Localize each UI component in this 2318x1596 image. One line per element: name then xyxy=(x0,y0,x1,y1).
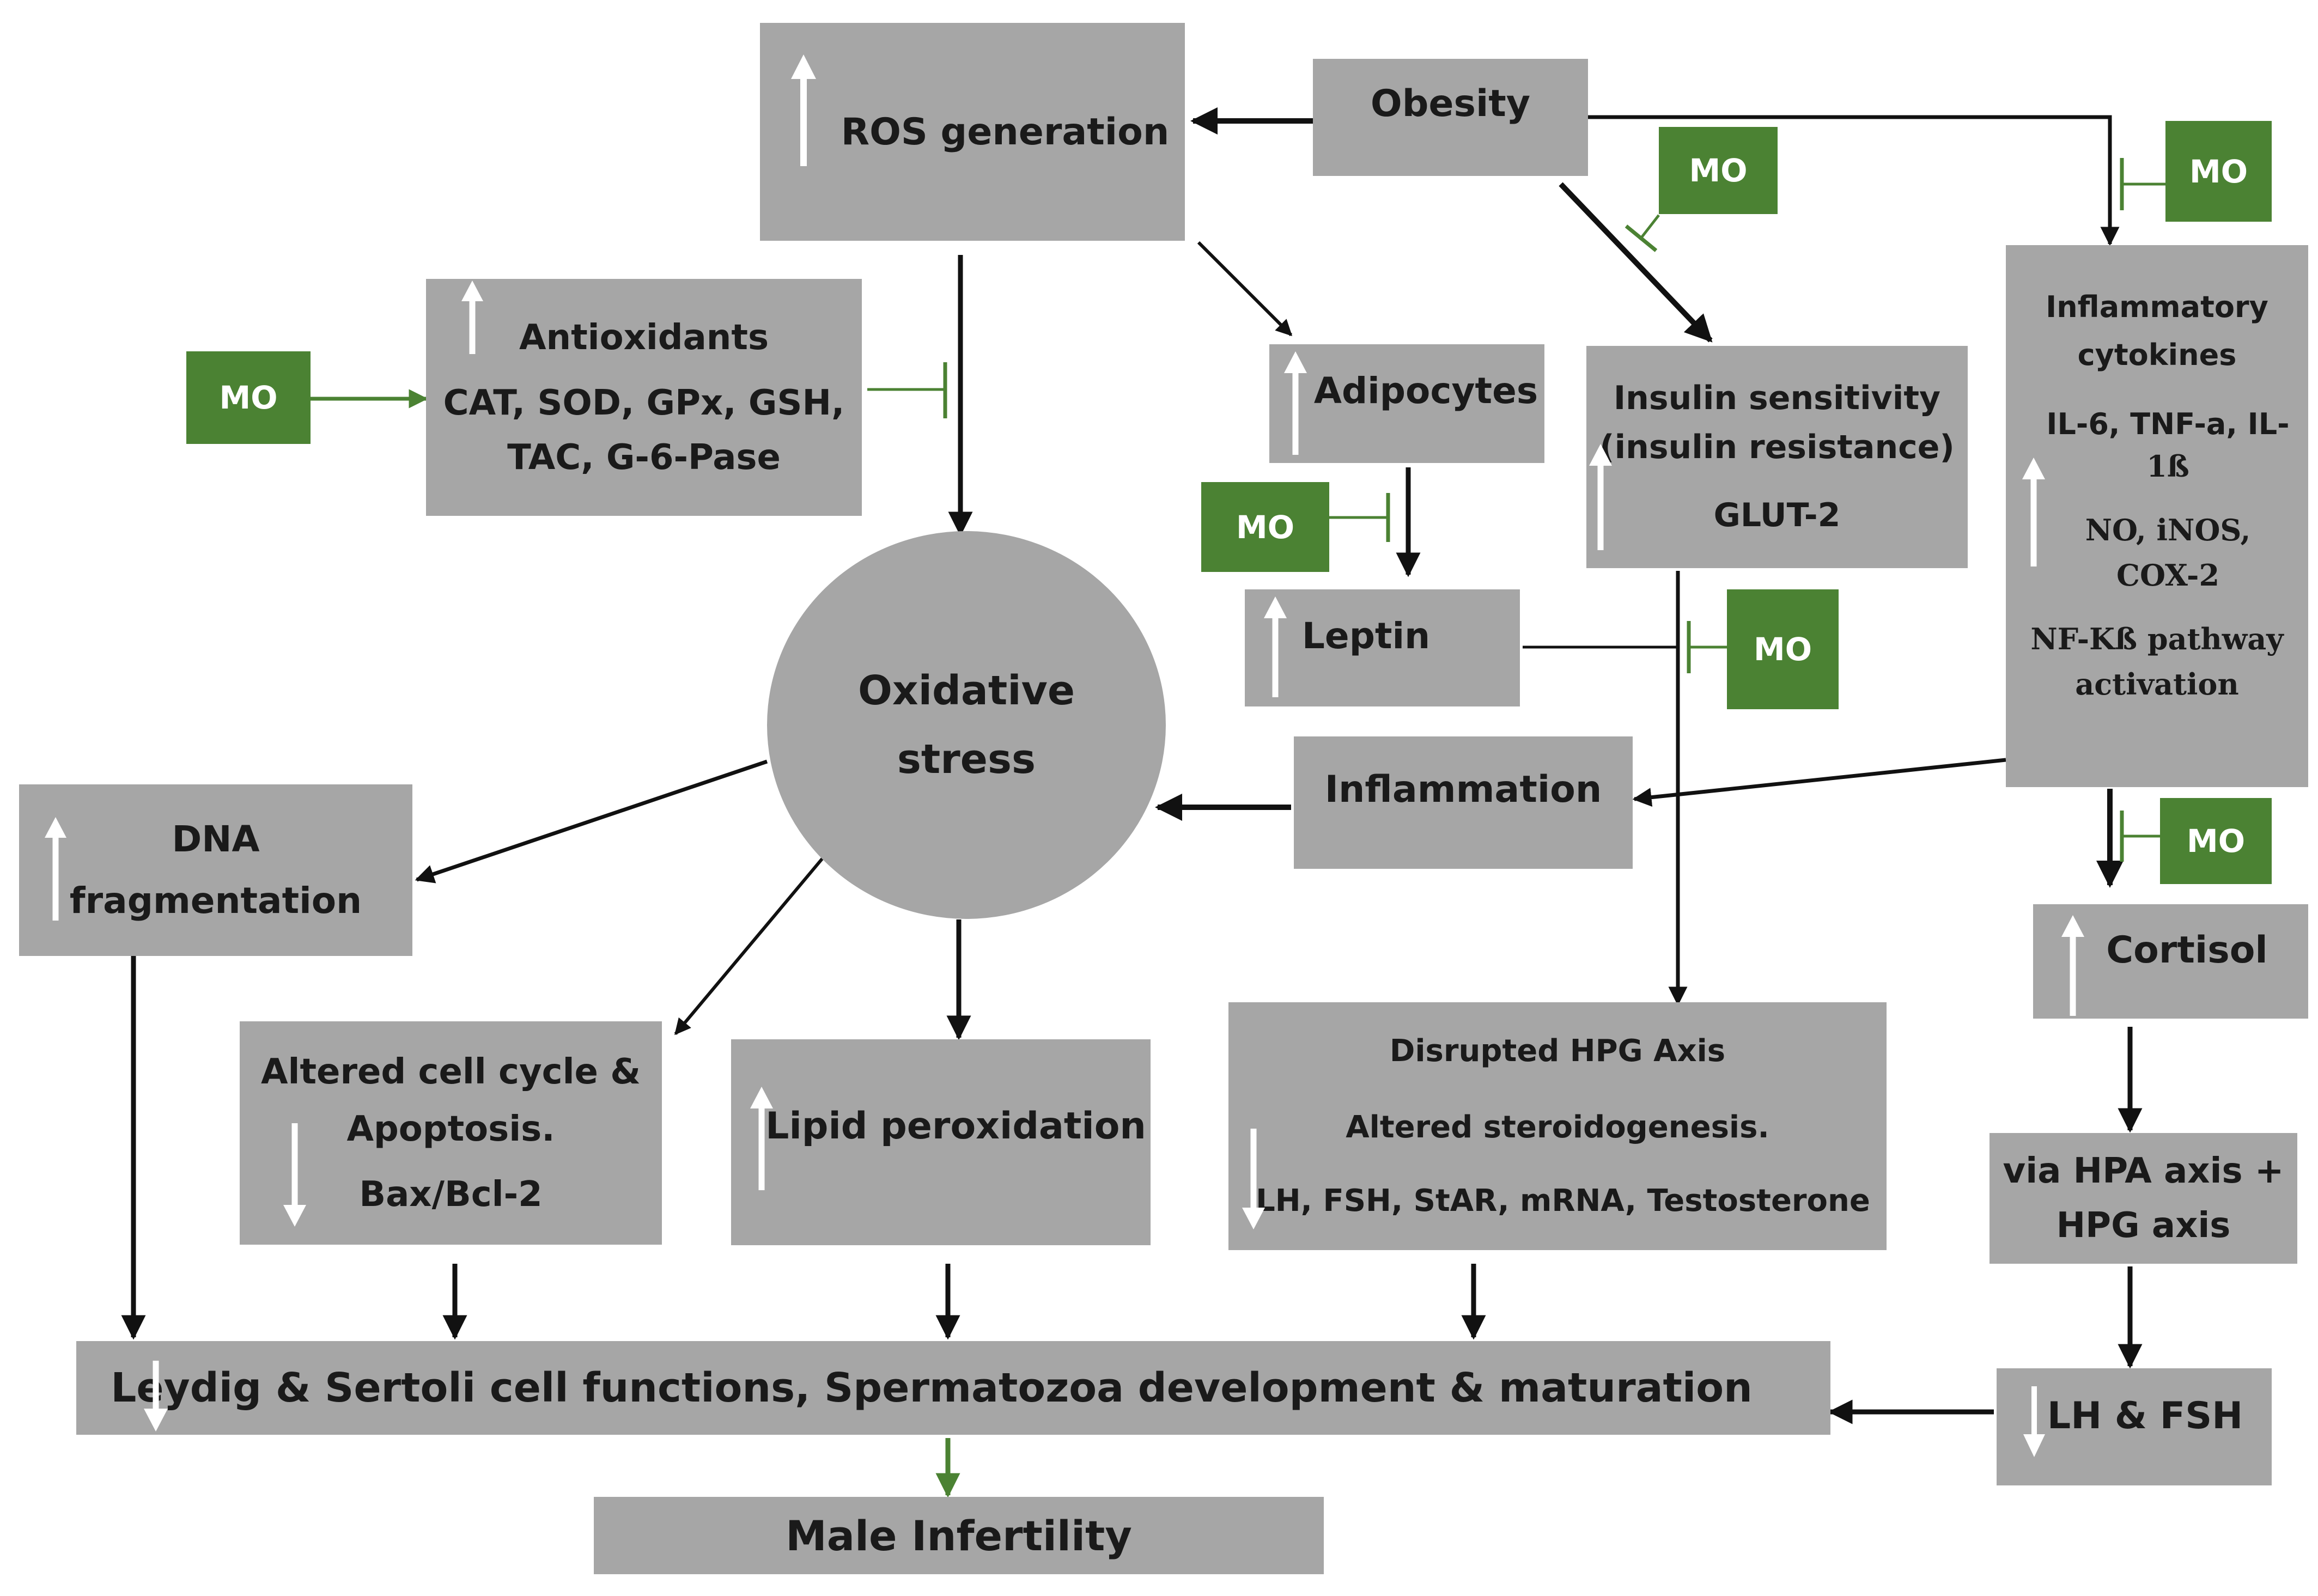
up-arrow-icon xyxy=(2061,915,2084,1016)
leptin-label: Leptin xyxy=(1301,615,1431,657)
disrupted-hpg-box: Disrupted HPG Axis Altered steroidogenes… xyxy=(1228,1002,1887,1250)
down-arrow-icon xyxy=(144,1361,168,1431)
lipid-label: Lipid peroxidation xyxy=(765,1104,1146,1148)
antioxidants-list-1: CAT, SOD, GPx, GSH, xyxy=(443,382,845,423)
up-arrow-icon xyxy=(1284,351,1307,455)
dna-line1: DNA xyxy=(172,818,260,860)
down-arrow-icon xyxy=(2023,1386,2045,1457)
oxidative-stress-node: Oxidative stress xyxy=(767,531,1166,919)
hpg-line3: LH, FSH, StAR, mRNA, Testosterone xyxy=(1256,1183,1870,1219)
hpa-line2: HPG axis xyxy=(2056,1205,2231,1246)
cellcycle-line2: Apoptosis. xyxy=(346,1108,555,1149)
insulin-line3: GLUT-2 xyxy=(1713,496,1841,534)
cortisol-box: Cortisol xyxy=(2033,904,2308,1019)
hpa-axis-box: via HPA axis + HPG axis xyxy=(1990,1133,2297,1264)
inhibit-mo-obesity-insulin-bar xyxy=(1625,224,1658,252)
mo-label: MO xyxy=(1753,631,1812,668)
arrow-oxidative-to-dna xyxy=(415,759,768,884)
cytokines-line1: Inflammatory xyxy=(2046,290,2268,324)
leptin-box: Leptin xyxy=(1245,589,1520,706)
cytokines-box: Inflammatory cytokines IL-6, TNF-a, IL- … xyxy=(2006,245,2308,787)
mo-label: MO xyxy=(1689,152,1748,189)
ros-generation-box: ROS generation xyxy=(760,23,1185,241)
cortisol-label: Cortisol xyxy=(2106,929,2268,972)
up-arrow-icon xyxy=(791,54,816,166)
arrow-cytokines-to-inflammation xyxy=(1632,758,2006,807)
inflammation-box: Inflammation xyxy=(1294,736,1633,869)
adipocytes-label: Adipocytes xyxy=(1313,370,1538,412)
up-arrow-icon xyxy=(1264,596,1287,697)
up-arrow-icon xyxy=(45,817,66,921)
down-arrow-icon xyxy=(283,1123,306,1227)
dna-line2: fragmentation xyxy=(69,879,362,922)
lipid-peroxidation-box: Lipid peroxidation xyxy=(731,1039,1151,1245)
antioxidants-list-2: TAC, G-6-Pase xyxy=(507,437,781,478)
mo-box-cytokines: MO xyxy=(2165,121,2272,222)
down-arrow-icon xyxy=(1242,1129,1265,1229)
insulin-line2: (insulin resistance) xyxy=(1599,428,1955,466)
arrow-oxidative-to-cellcycle xyxy=(674,855,826,1035)
mo-label: MO xyxy=(1236,508,1295,546)
cellcycle-line3: Bax/Bcl-2 xyxy=(359,1174,543,1215)
antioxidants-title: Antioxidants xyxy=(519,317,769,358)
male-infertility-label: Male Infertility xyxy=(786,1511,1132,1560)
mo-box-cortisol: MO xyxy=(2160,798,2272,884)
obesity-label: Obesity xyxy=(1370,82,1531,125)
mo-label: MO xyxy=(2189,153,2248,190)
cytokines-line6: COX-2 xyxy=(2116,557,2220,593)
cytokines-line3: IL-6, TNF-a, IL- xyxy=(2046,407,2290,441)
insulin-line1: Insulin sensitivity xyxy=(1613,379,1941,417)
obesity-box: Obesity xyxy=(1313,59,1588,176)
cytokines-line7: NF-Kß pathway xyxy=(2030,622,2284,656)
hpg-line2: Altered steroidogenesis. xyxy=(1346,1110,1769,1145)
cytokines-line8: activation xyxy=(2075,666,2239,702)
arrow-obesity-to-cytokines xyxy=(1588,115,2120,246)
adipocytes-box: Adipocytes xyxy=(1269,344,1544,463)
oxidative-line1: Oxidative xyxy=(857,667,1075,714)
antioxidants-box: Antioxidants CAT, SOD, GPx, GSH, TAC, G-… xyxy=(426,279,862,516)
up-arrow-icon xyxy=(461,281,483,354)
up-arrow-icon xyxy=(1589,444,1612,550)
cytokines-line5: NO, iNOS, xyxy=(2085,513,2251,547)
up-arrow-icon xyxy=(2022,458,2045,566)
hpg-line1: Disrupted HPG Axis xyxy=(1389,1033,1726,1069)
mo-box-antioxidants: MO xyxy=(186,351,311,444)
mo-box-leptin: MO xyxy=(1201,482,1329,572)
insulin-box: Insulin sensitivity (insulin resistance)… xyxy=(1586,346,1968,568)
ros-generation-label: ROS generation xyxy=(841,110,1170,154)
mo-label: MO xyxy=(2186,823,2246,860)
inhibit-mo-obesity-insulin xyxy=(1639,214,1660,241)
cytokines-line4: 1ß xyxy=(2146,448,2189,484)
cell-cycle-box: Altered cell cycle & Apoptosis. Bax/Bcl-… xyxy=(240,1021,662,1245)
cellcycle-line1: Altered cell cycle & xyxy=(260,1051,641,1092)
lh-fsh-box: LH & FSH xyxy=(1997,1368,2272,1485)
leydig-sertoli-box: Leydig & Sertoli cell functions, Spermat… xyxy=(76,1341,1830,1435)
hpa-line1: via HPA axis + xyxy=(2003,1151,2284,1191)
mo-box-insulin-upper: MO xyxy=(1659,127,1778,214)
dna-fragmentation-box: DNA fragmentation xyxy=(19,784,412,956)
leydig-label: Leydig & Sertoli cell functions, Spermat… xyxy=(111,1364,1753,1411)
mo-box-insulin-lower: MO xyxy=(1727,589,1839,709)
cytokines-line2: cytokines xyxy=(2077,337,2237,372)
arrow-obesity-to-insulin xyxy=(1559,182,1713,343)
male-infertility-box: Male Infertility xyxy=(594,1497,1324,1574)
inflammation-label: Inflammation xyxy=(1324,768,1602,811)
oxidative-line2: stress xyxy=(897,736,1036,783)
arrow-ros-to-adipocytes xyxy=(1197,241,1293,337)
up-arrow-icon xyxy=(750,1087,773,1190)
mo-label: MO xyxy=(219,379,278,416)
lhfsh-label: LH & FSH xyxy=(2047,1394,2243,1437)
